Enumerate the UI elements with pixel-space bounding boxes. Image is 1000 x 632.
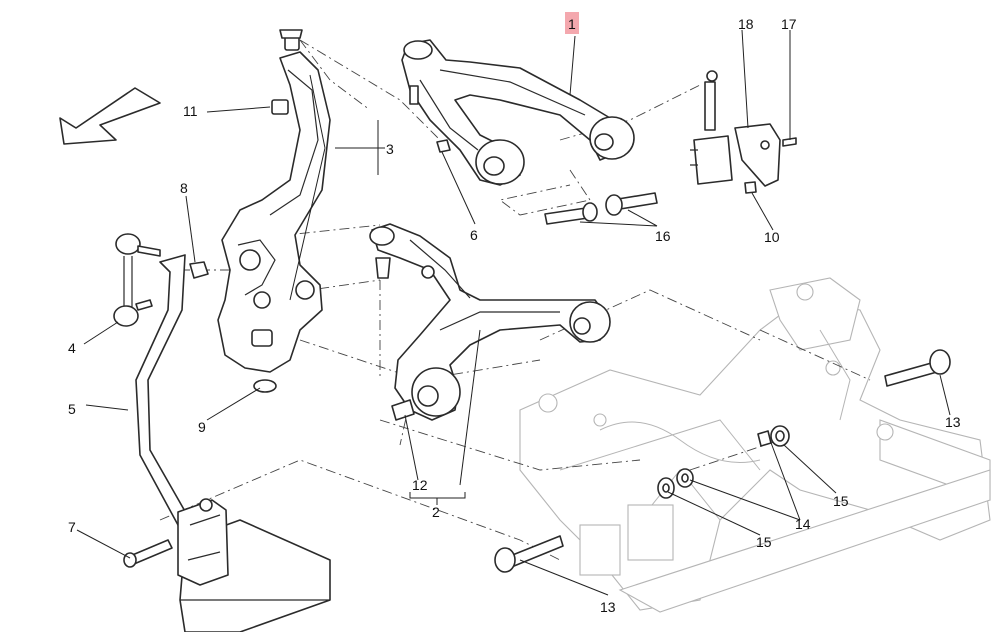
callout-13-upper: 13 [945,414,961,430]
callout-13-lower: 13 [600,599,616,615]
callout-10: 10 [764,229,780,245]
nut-8 [189,261,209,279]
callouts: 1 2 3 4 5 6 7 8 9 10 11 12 13 13 14 15 1… [68,12,961,615]
callout-1: 1 [568,16,576,32]
callout-2: 2 [432,504,440,520]
subframe-ghost [519,277,991,613]
callout-4: 4 [68,340,76,356]
leader-lines [76,29,951,596]
bolt-13-lower [494,535,564,573]
stabilizer-bar [123,254,331,632]
callout-17: 17 [781,16,797,32]
callout-12: 12 [412,477,428,493]
callout-16: 16 [655,228,671,244]
height-sensor [690,70,797,194]
bolt-16 [544,192,658,225]
arrow-icon [59,87,161,145]
callout-11: 11 [183,103,198,119]
callout-15-right: 15 [833,493,849,509]
bolt-13-upper [884,349,951,387]
washer-14-15 [657,425,790,499]
upper-control-arm [401,39,635,186]
callout-3: 3 [386,141,394,157]
callout-9: 9 [198,419,206,435]
callout-8: 8 [180,180,188,196]
steering-knuckle [217,29,331,393]
stabilizer-link [113,233,161,327]
callout-7: 7 [68,519,76,535]
callout-5: 5 [68,401,76,417]
callout-1-highlight [565,12,579,34]
callout-15-left: 15 [756,534,772,550]
lower-control-arm [369,223,611,421]
callout-18: 18 [738,16,754,32]
nut-6 [436,139,451,153]
callout-14: 14 [795,516,811,532]
callout-6: 6 [470,227,478,243]
